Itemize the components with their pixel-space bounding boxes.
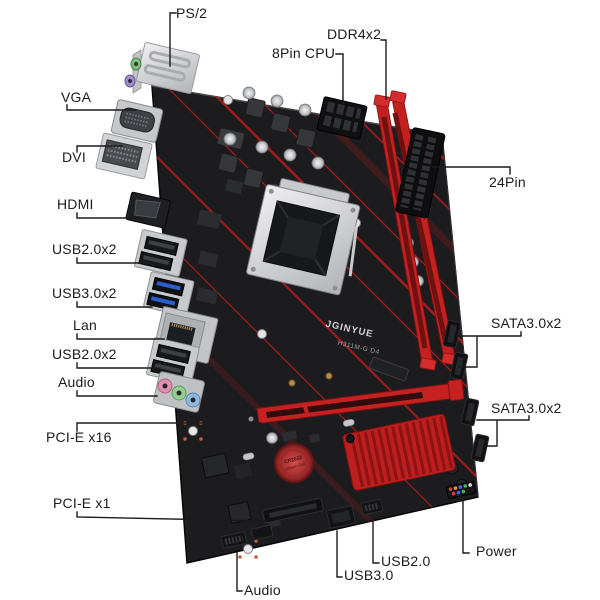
battery-text: CR2032: [284, 455, 303, 466]
callout-label-lan: Lan: [73, 317, 97, 333]
leader-line-audio-rear: [76, 390, 158, 397]
leader-line-pcie-x1: [76, 511, 268, 522]
callout-label-usb2-header: USB2.0: [381, 553, 431, 569]
callout-label-audio-rear: Audio: [58, 374, 95, 390]
hdmi-port: [125, 191, 171, 229]
callout-label-pcie-x1: PCI-E x1: [53, 495, 111, 511]
com-header: [250, 524, 274, 541]
ps2-port: [124, 42, 200, 94]
callout-label-usb3-header: USB3.0: [344, 567, 394, 583]
callout-label-vga: VGA: [61, 89, 92, 105]
leader-line-dvi: [76, 145, 123, 153]
leader-line-hdmi: [76, 212, 140, 219]
dvi-port: [95, 132, 153, 180]
leader-line-power-header: [462, 499, 470, 554]
lan-port: [153, 306, 219, 364]
atx-24pin-connector: [395, 127, 446, 219]
leader-line-usb2-header: [372, 516, 380, 564]
callout-label-cpu-power: 8Pin CPU: [272, 45, 336, 61]
audio-jacks: [153, 371, 205, 413]
callout-label-ps2: PS/2: [176, 5, 208, 21]
leader-line-ddr4: [380, 39, 387, 100]
leader-line-cpu-power: [335, 53, 344, 105]
callout-label-power-header: Power: [476, 543, 517, 559]
leader-line-usb2-rear-top: [76, 257, 152, 264]
leader-line-sata-upper: [457, 331, 522, 368]
callout-label-pcie-x16: PCI-E x16: [46, 429, 112, 445]
leader-line-ps2: [169, 12, 177, 67]
mounting-holes: [183, 95, 361, 559]
callout-label-atx24: 24Pin: [489, 174, 526, 190]
chipset-heatsink: [342, 413, 456, 491]
callout-label-sata-upper: SATA3.0x2: [491, 315, 562, 331]
usb3-stack: [143, 271, 195, 317]
callout-label-usb2-rear-bottom: USB2.0x2: [52, 346, 117, 362]
battery-subtext: Lithium Cell: [284, 461, 306, 471]
m2-slot: [288, 356, 409, 387]
cpu-power-connector: [316, 96, 368, 140]
sata-ports-lower: [460, 397, 490, 463]
callout-label-audio-header: Audio: [244, 582, 281, 598]
usb2-stack-top: [133, 229, 188, 277]
leader-line-sata-lower: [476, 415, 530, 447]
cpu-socket: [246, 178, 361, 296]
callout-label-sata-lower: SATA3.0x2: [491, 400, 562, 416]
leader-line-vga: [66, 104, 137, 111]
front-panel-power-header: [445, 480, 477, 500]
leader-line-usb2-rear-bottom: [76, 362, 160, 369]
pcie-x16-slot: [248, 378, 465, 425]
sata-ports-upper: [442, 319, 469, 381]
leader-line-pcie-x16: [76, 422, 262, 432]
audio-header: [220, 531, 248, 549]
leader-line-usb3-header: [336, 530, 343, 578]
leader-line-lan: [76, 333, 165, 340]
pcie-x1-slot: [262, 497, 324, 524]
callout-label-usb3-rear: USB3.0x2: [52, 285, 117, 301]
leader-line-audio-header: [236, 551, 243, 592]
leader-line-atx24: [432, 166, 511, 175]
cmos-battery: CR2032 Lithium Cell: [274, 443, 314, 483]
leader-line-usb3-rear: [76, 301, 153, 308]
callout-label-ddr4: DDR4x2: [327, 26, 382, 42]
callout-label-hdmi: HDMI: [57, 196, 94, 212]
usb3-header: [326, 505, 356, 529]
callout-label-dvi: DVI: [62, 149, 86, 165]
callout-label-usb2-rear-top: USB2.0x2: [52, 241, 117, 257]
usb2-header: [360, 498, 384, 516]
